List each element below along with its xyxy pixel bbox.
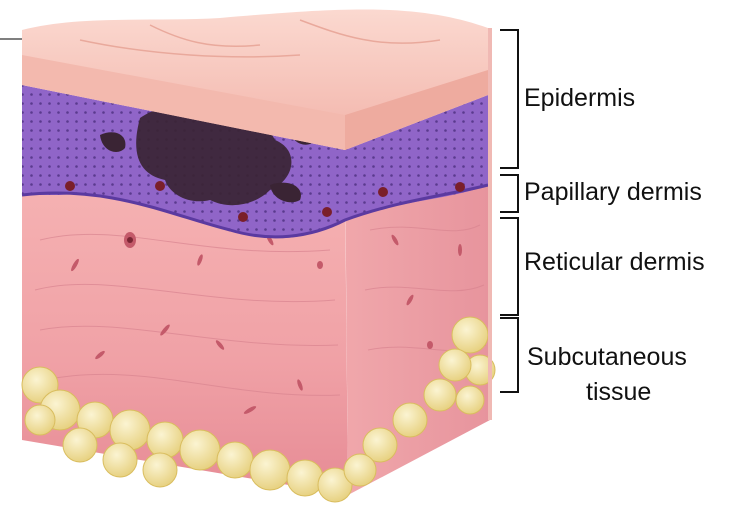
label-papillary-dermis: Papillary dermis [524, 180, 702, 205]
bracket-reticular [500, 218, 518, 315]
bracket-subcutaneous [500, 318, 518, 392]
label-epidermis: Epidermis [524, 86, 635, 111]
bracket-papillary [500, 175, 518, 212]
section-strip [488, 28, 492, 420]
label-tissue: tissue [586, 380, 651, 405]
label-reticular-dermis: Reticular dermis [524, 250, 705, 275]
label-subcutaneous: Subcutaneous [527, 345, 687, 370]
bracket-epidermis [500, 30, 518, 168]
layer-brackets [500, 30, 518, 392]
